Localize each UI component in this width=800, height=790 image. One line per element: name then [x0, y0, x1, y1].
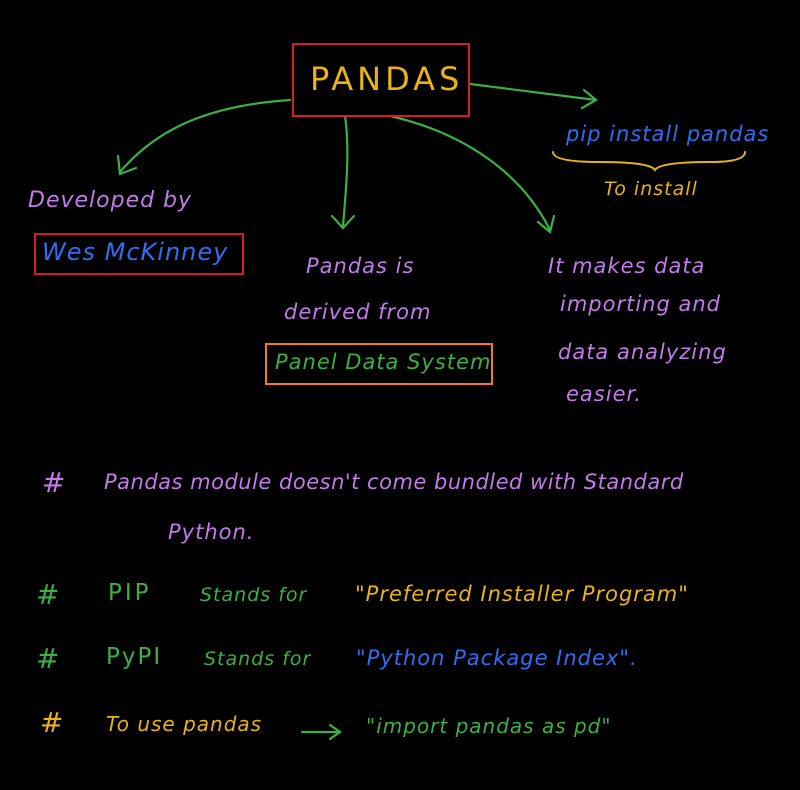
pip-command: pip install pandas: [566, 122, 770, 146]
developer-box: [34, 233, 244, 275]
purpose-line-4: easier.: [566, 382, 642, 406]
note-4-bullet: #: [40, 706, 65, 739]
purpose-line-1: It makes data: [548, 254, 706, 278]
note-2-mid: Stands for: [200, 584, 308, 606]
note-1-continuation: Python.: [168, 520, 255, 544]
derived-source: Panel Data System: [275, 350, 492, 374]
note-2-term: PIP: [108, 580, 152, 606]
note-1-text: Pandas module doesn't come bundled with …: [104, 470, 684, 494]
arrow-to-pip: [468, 82, 598, 102]
pip-caption: To install: [604, 178, 698, 200]
arrow-to-developer: [118, 98, 292, 174]
derived-line-1: Pandas is: [306, 254, 415, 278]
developer-label: Developed by: [28, 188, 193, 213]
purpose-line-3: data analyzing: [558, 340, 727, 364]
note-4-quote: "import pandas as pd": [366, 714, 612, 738]
note-2-bullet: #: [36, 578, 61, 611]
note-3-term: PyPI: [106, 644, 163, 670]
developer-name: Wes McKinney: [42, 238, 229, 266]
derived-line-2: derived from: [284, 300, 432, 324]
title: PANDAS: [310, 60, 464, 98]
arrow-to-derived: [341, 114, 349, 228]
note-2-quote: "Preferred Installer Program": [355, 582, 689, 606]
note-1-bullet: #: [42, 466, 67, 499]
purpose-line-2: importing and: [560, 292, 721, 316]
derived-source-box: [265, 343, 493, 385]
pip-brace: [552, 151, 746, 172]
note-4-term: To use pandas: [106, 712, 263, 736]
note-3-mid: Stands for: [204, 648, 312, 670]
title-box: [292, 43, 470, 117]
arrow-to-purpose: [388, 114, 552, 232]
note-3-bullet: #: [36, 642, 61, 675]
note-3-quote: "Python Package Index".: [356, 646, 638, 670]
